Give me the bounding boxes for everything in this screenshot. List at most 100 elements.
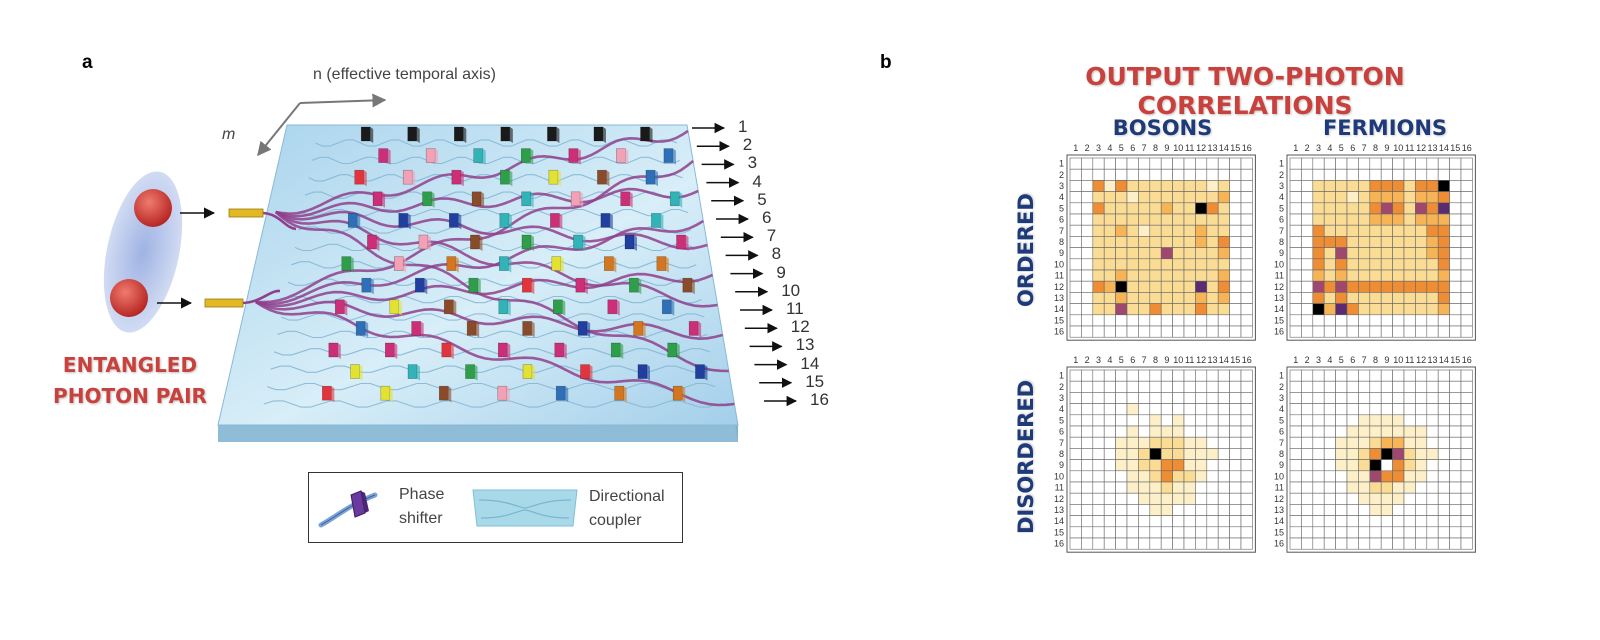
phase-shifter-block <box>499 213 512 230</box>
heatmap-cell <box>1437 526 1450 539</box>
heatmap-cell <box>1289 492 1302 505</box>
heatmap-cell <box>1392 448 1405 460</box>
heatmap-cell <box>1217 481 1230 494</box>
phase-shifter-block <box>610 342 624 359</box>
phase-shifter-block <box>393 256 407 273</box>
y-tick-label: 16 <box>1274 539 1284 549</box>
heatmap-cell <box>1426 403 1439 416</box>
heatmap-cell <box>1323 224 1336 237</box>
heatmap-cell <box>1312 325 1325 338</box>
heatmap-cell <box>1312 224 1325 237</box>
heatmap-cell <box>1229 526 1242 539</box>
phase-shifter-block <box>466 321 480 338</box>
chip-surface <box>217 124 739 426</box>
y-tick-label: 3 <box>1059 181 1064 191</box>
heatmap-cell <box>1426 470 1439 483</box>
heatmap-cell <box>1229 213 1242 226</box>
heatmap-cell <box>1301 526 1314 539</box>
heatmap-cell <box>1240 157 1253 170</box>
heatmap-cell <box>1069 157 1082 170</box>
heatmap-cell <box>1392 303 1405 316</box>
heatmap-cell <box>1323 470 1336 483</box>
heatmap-cell <box>1369 325 1382 338</box>
x-tick-label: 15 <box>1450 355 1460 365</box>
heatmap-cell <box>1092 425 1105 438</box>
phase-shifter-block <box>645 169 658 187</box>
heatmap-cell <box>1335 448 1348 460</box>
heatmap-cell <box>1126 157 1139 170</box>
heatmap-cell <box>1437 481 1450 494</box>
heatmap-cell <box>1289 247 1302 260</box>
heatmap-cell <box>1346 414 1359 427</box>
heatmap-cell <box>1183 436 1196 449</box>
heatmap-cell <box>1081 325 1094 338</box>
heatmap-cell <box>1217 526 1230 539</box>
heatmap-cell <box>1312 425 1325 438</box>
heatmap-cell <box>1172 325 1185 338</box>
heatmap-cell <box>1138 191 1151 204</box>
heatmap-cell <box>1403 247 1416 260</box>
heatmap-cell <box>1172 436 1185 449</box>
heatmap-bosons-disordered: 1122334455667788991010111112121313141415… <box>1054 355 1256 553</box>
entangled-photon-pair <box>103 171 264 333</box>
heatmap-cell <box>1301 314 1314 327</box>
heatmap-cell <box>1289 504 1302 516</box>
heatmap-cell <box>1081 380 1094 393</box>
heatmap-cell <box>1092 258 1105 271</box>
heatmap-cell <box>1217 292 1230 304</box>
heatmap-cell <box>1323 481 1336 494</box>
heatmap-cell <box>1460 258 1473 271</box>
x-tick-label: 9 <box>1384 143 1389 153</box>
heatmap-cell <box>1437 537 1450 550</box>
x-tick-label: 16 <box>1462 143 1472 153</box>
heatmap-cell <box>1081 213 1094 226</box>
heatmap-cell <box>1206 314 1219 327</box>
y-tick-label: 6 <box>1279 215 1284 225</box>
x-tick-label: 5 <box>1339 355 1344 365</box>
heatmap-cell <box>1312 459 1325 472</box>
heatmap-cell <box>1403 303 1416 316</box>
bosons-heading: BOSONS <box>1112 116 1213 140</box>
y-tick-label: 8 <box>1059 237 1064 247</box>
heatmap-cell <box>1415 236 1428 248</box>
heatmap-cell <box>1240 303 1253 316</box>
heatmap-cell <box>1229 481 1242 494</box>
heatmap-cell <box>1069 392 1082 404</box>
heatmap-cell <box>1069 168 1082 181</box>
x-tick-label: 14 <box>1439 355 1449 365</box>
heatmap-cell <box>1403 280 1416 293</box>
heatmap-cell <box>1323 269 1336 282</box>
heatmap-cell <box>1103 168 1116 181</box>
heatmap-cell <box>1323 303 1336 316</box>
heatmap-cell <box>1369 414 1382 427</box>
heatmap-cell <box>1323 180 1336 192</box>
heatmap-cell <box>1183 470 1196 483</box>
heatmap-cell <box>1092 515 1105 528</box>
chip-edge <box>218 425 738 442</box>
heatmap-cell <box>1206 236 1219 248</box>
heatmap-cell <box>1415 292 1428 304</box>
heatmap-cell <box>1426 191 1439 204</box>
heatmap-cell <box>1092 236 1105 248</box>
heatmap-cell <box>1437 492 1450 505</box>
heatmap-cell <box>1206 448 1219 460</box>
heatmap-cell <box>1092 180 1105 192</box>
heatmap-cell <box>1126 403 1139 416</box>
heatmap-cell <box>1183 425 1196 438</box>
heatmap-cell <box>1183 247 1196 260</box>
heatmap-cell <box>1092 403 1105 416</box>
heatmap-cell <box>1460 314 1473 327</box>
x-tick-label: 11 <box>1405 355 1414 365</box>
directional-coupler-icon <box>472 489 578 527</box>
heatmap-cell <box>1415 515 1428 528</box>
phase-shifter-block <box>554 342 567 359</box>
phase-shifter-block <box>500 169 513 187</box>
heatmap-cell <box>1323 168 1336 181</box>
heatmap-cell <box>1092 280 1105 293</box>
x-tick-label: 16 <box>1242 355 1252 365</box>
fermions-heading: FERMIONS <box>1322 116 1448 140</box>
heatmap-cell <box>1358 425 1371 438</box>
phase-shifter-block <box>620 191 633 208</box>
heatmap-cell <box>1403 292 1416 304</box>
x-tick-label: 6 <box>1130 355 1135 365</box>
